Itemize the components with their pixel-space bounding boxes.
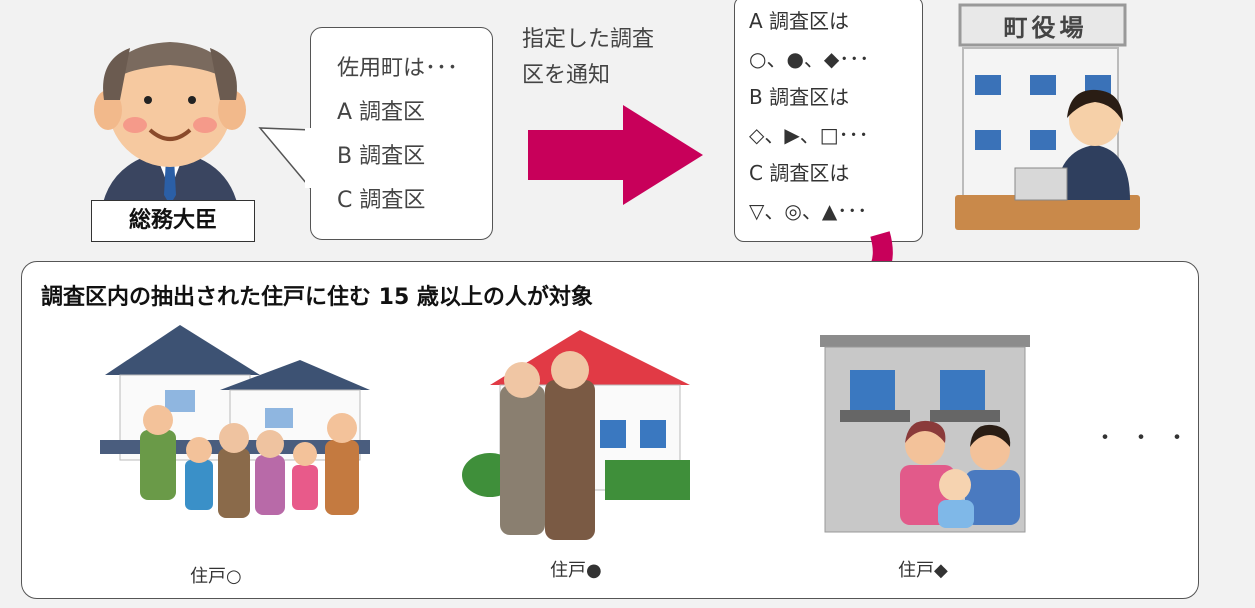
speech-line: B 調査区 (337, 144, 426, 169)
minister-label: 総務大臣 (91, 200, 255, 242)
speech-bubble-tail (258, 127, 313, 191)
target-title: 調査区内の抽出された住戸に住む 15 歳以上の人が対象 (41, 285, 593, 310)
household-label: 住戸● (550, 560, 602, 581)
apartment-family-illustration (820, 335, 1030, 533)
speech-line: 佐用町は･･･ (337, 56, 459, 81)
family-group (140, 405, 359, 518)
district-line: ▽、◎、▲･･･ (749, 199, 868, 223)
district-line: A 調査区は (749, 9, 850, 33)
speech-bubble: 佐用町は･･･ A 調査区 B 調査区 C 調査区 (310, 27, 493, 240)
district-line: ○、●、◆･･･ (749, 47, 870, 71)
minister-illustration (94, 42, 246, 220)
speech-line: C 調査区 (337, 188, 426, 213)
arrow-right-icon (528, 105, 703, 205)
more-dots: ・・・ (1094, 426, 1203, 451)
district-line: ◇、▶、□･･･ (749, 123, 869, 147)
district-line: B 調査区は (749, 85, 850, 109)
district-list-box: A 調査区は ○、●、◆･･･ B 調査区は ◇、▶、□･･･ C 調査区は ▽… (734, 0, 923, 242)
notify-text: 指定した調査 区を通知 (522, 22, 654, 94)
district-line: C 調査区は (749, 161, 850, 185)
notify-line: 指定した調査 (522, 27, 655, 52)
house-family-illustration (100, 325, 370, 518)
house-elderly-illustration (462, 330, 690, 540)
town-office-sign: 町役場 (1003, 14, 1088, 42)
town-office-illustration (955, 3, 1140, 230)
speech-line: A 調査区 (337, 100, 426, 125)
household-label: 住戸○ (190, 566, 242, 587)
speech-bubble-tail-cover (305, 128, 317, 188)
notify-line: 区を通知 (522, 63, 611, 88)
household-label: 住戸◆ (898, 560, 948, 581)
